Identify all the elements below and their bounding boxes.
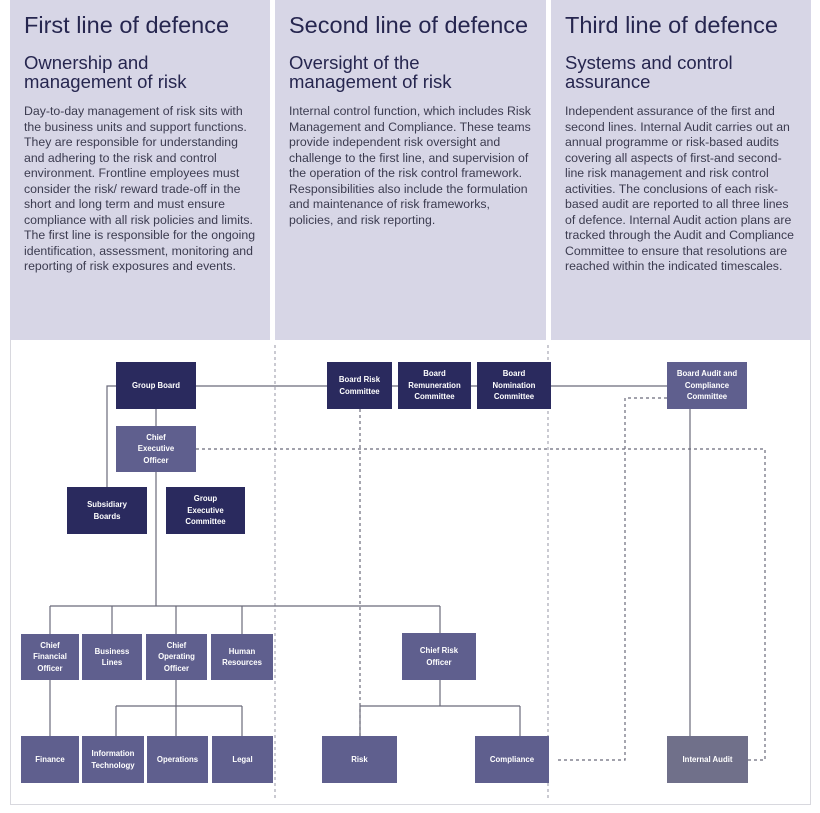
third-line-panel: Third line of defence Systems and contro… — [551, 0, 811, 340]
group-executive-committee-box: Group Executive Committee — [166, 487, 245, 534]
second-line-panel: Second line of defence Oversight of the … — [275, 0, 546, 340]
board-audit-compliance-committee-box: Board Audit and Compliance Committee — [667, 362, 747, 409]
ceo-box: Chief Executive Officer — [116, 426, 196, 472]
legal-box: Legal — [212, 736, 273, 783]
coo-box: Chief Operating Officer — [146, 634, 207, 680]
finance-box: Finance — [21, 736, 79, 783]
panel-title: First line of defence — [24, 12, 230, 38]
org-chart-frame — [10, 340, 811, 805]
panel-subtitle: Oversight of the management of risk — [289, 52, 452, 92]
panel-subtitle: Ownership and management of risk — [24, 52, 187, 92]
dashed-connector — [196, 448, 766, 761]
business-lines-box: Business Lines — [82, 634, 142, 680]
information-technology-box: Information Technology — [82, 736, 144, 783]
panel-subtitle: Systems and control assurance — [565, 52, 733, 92]
cro-box: Chief Risk Officer — [402, 633, 476, 680]
panel-title: Third line of defence — [565, 12, 778, 38]
compliance-box: Compliance — [475, 736, 549, 783]
risk-box: Risk — [322, 736, 397, 783]
panel-title: Second line of defence — [289, 12, 529, 38]
panel-body: Day-to-day management of risk sits with … — [24, 104, 256, 273]
panel-body: Independent assurance of the first and s… — [565, 104, 795, 273]
board-remuneration-committee-box: Board Remuneration Committee — [398, 362, 471, 409]
internal-audit-box: Internal Audit — [667, 736, 748, 783]
subsidiary-boards-box: Subsidiary Boards — [67, 487, 147, 534]
connector — [106, 385, 116, 487]
group-board-box: Group Board — [116, 362, 196, 409]
board-risk-committee-box: Board Risk Committee — [327, 362, 392, 409]
board-nomination-committee-box: Board Nomination Committee — [477, 362, 551, 409]
first-line-panel: First line of defence Ownership and mana… — [10, 0, 270, 340]
cfo-box: Chief Financial Officer — [21, 634, 79, 680]
dashed-connector — [556, 397, 667, 761]
panel-body: Internal control function, which include… — [289, 104, 531, 227]
human-resources-box: Human Resources — [211, 634, 273, 680]
operations-box: Operations — [147, 736, 208, 783]
